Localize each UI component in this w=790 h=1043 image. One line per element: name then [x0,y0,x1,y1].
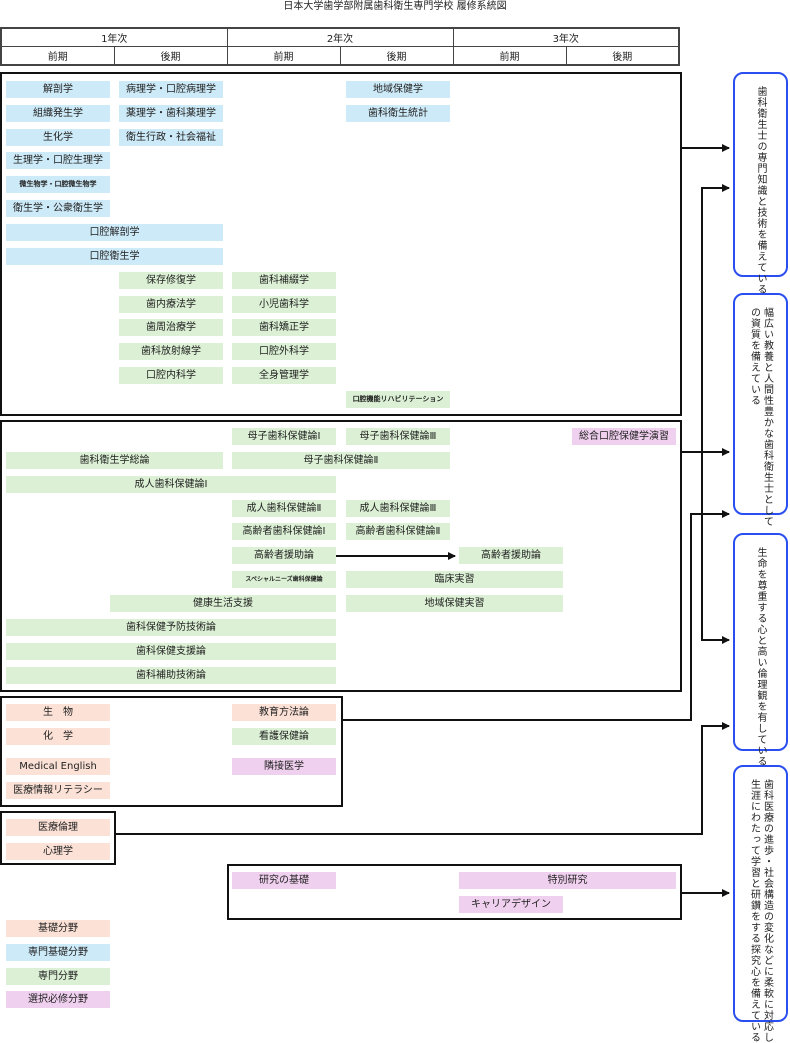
course: 看護保健論 [232,728,336,745]
term-y2-first: 前期 [226,46,341,66]
year-3: 3年次 [452,27,680,47]
course-group-ethics [0,811,116,865]
legend-specialized-foundation: 専門基礎分野 [6,944,110,961]
course: 特別研究 [459,872,676,889]
page-title: 日本大学歯学部附属歯科衛生専門学校 履修系統図 [283,1,507,12]
course: 地域保健学 [346,81,450,98]
course-group-specialized-foundation [0,72,682,416]
term-y1-first: 前期 [0,46,115,66]
course: 生化学 [6,129,110,146]
course: 口腔内科学 [119,367,223,384]
course: 医療情報リテラシー [6,782,110,799]
legend-basic: 基礎分野 [6,920,110,937]
connector-g2-o3 [701,452,730,644]
course: 教育方法論 [232,704,336,721]
course: 臨床実習 [346,571,563,588]
course: 組織発生学 [6,105,110,122]
course: 歯科補綴学 [232,272,336,289]
course: 歯科矯正学 [232,319,336,336]
course: 成人歯科保健論Ⅲ [346,500,450,517]
course: 口腔外科学 [232,343,336,360]
course: 心理学 [6,843,110,860]
course: 高齢者歯科保健論Ⅱ [346,523,450,540]
course: 生理学・口腔生理学 [6,152,110,169]
term-y3-first: 前期 [452,46,567,66]
connector-g2-o1 [701,184,730,452]
course: 薬理学・歯科薬理学 [119,105,223,122]
course: 生 物 [6,704,110,721]
course: 高齢者援助論 [232,547,336,564]
outcome-3-text: 生命を尊重する心と高い倫理観を有している [755,547,766,767]
year-term-header: 1年次 2年次 3年次 前期 後期 前期 後期 前期 後期 [0,27,680,66]
course: 衛生学・公衆衛生学 [6,200,110,217]
course: 保存修復学 [119,272,223,289]
course: 地域保健実習 [346,595,563,612]
course: 研究の基礎 [232,872,336,889]
course: 歯内療法学 [119,296,223,313]
course: 歯科補助技術論 [6,667,336,684]
course: 小児歯科学 [232,296,336,313]
year-1: 1年次 [0,27,228,47]
course: キャリアデザイン [459,896,563,913]
course: 高齢者援助論 [459,547,563,564]
outcome-1: 歯科衛生士の専門知識と技術を備えている [733,72,788,295]
course: 歯周治療学 [119,319,223,336]
course: 口腔解剖学 [6,224,223,241]
course: 歯科放射線学 [119,343,223,360]
course: 成人歯科保健論Ⅱ [232,500,336,517]
course: 母子歯科保健論Ⅰ [232,428,336,445]
course: 母子歯科保健論Ⅲ [346,428,450,445]
outcome-3: 生命を尊重する心と高い倫理観を有している [733,533,788,767]
outcome-1-text: 歯科衛生士の専門知識と技術を備えている [755,86,766,295]
course: 衛生行政・社会福祉 [119,129,223,146]
course: 健康生活支援 [110,595,336,612]
course: 病理学・口腔病理学 [119,81,223,98]
term-y2-second: 後期 [339,46,454,66]
year-2: 2年次 [226,27,454,47]
course: 成人歯科保健論Ⅰ [6,476,336,493]
course: 母子歯科保健論Ⅱ [232,452,450,469]
course: 歯科保健予防技術論 [6,619,336,636]
course: 歯科衛生統計 [346,105,450,122]
course: 口腔衛生学 [6,248,223,265]
course: 解剖学 [6,81,110,98]
course: 化 学 [6,728,110,745]
course: 微生物学・口腔微生物学 [6,176,110,193]
outcome-4: 歯科医療の進歩・社会構造の変化などに柔軟に対応し 生涯にわたって学習と研鑽をする… [733,765,788,1043]
outcome-2: 幅広い教養と人間性豊かな歯科衛生士として の資質を備えている [733,293,788,527]
course: 医療倫理 [6,819,110,836]
course: 全身管理学 [232,367,336,384]
term-y1-second: 後期 [113,46,228,66]
course: 口腔機能リハビリテーション [346,391,450,408]
term-y3-second: 後期 [565,46,680,66]
outcome-4-text: 歯科医療の進歩・社会構造の変化などに柔軟に対応し 生涯にわたって学習と研鑽をする… [748,779,773,1043]
course: 歯科保健支援論 [6,643,336,660]
legend-elective-required: 選択必修分野 [6,991,110,1008]
outcome-2-text: 幅広い教養と人間性豊かな歯科衛生士として の資質を備えている [748,307,773,527]
course: 歯科衛生学総論 [6,452,223,469]
course: 高齢者歯科保健論Ⅰ [232,523,336,540]
course: Medical English [6,758,110,775]
course: 総合口腔保健学演習 [572,428,676,445]
course: スペシャルニーズ歯科保健論 [232,571,336,588]
legend-specialized: 専門分野 [6,968,110,985]
course: 隣接医学 [232,758,336,775]
course-group-research [227,864,682,920]
